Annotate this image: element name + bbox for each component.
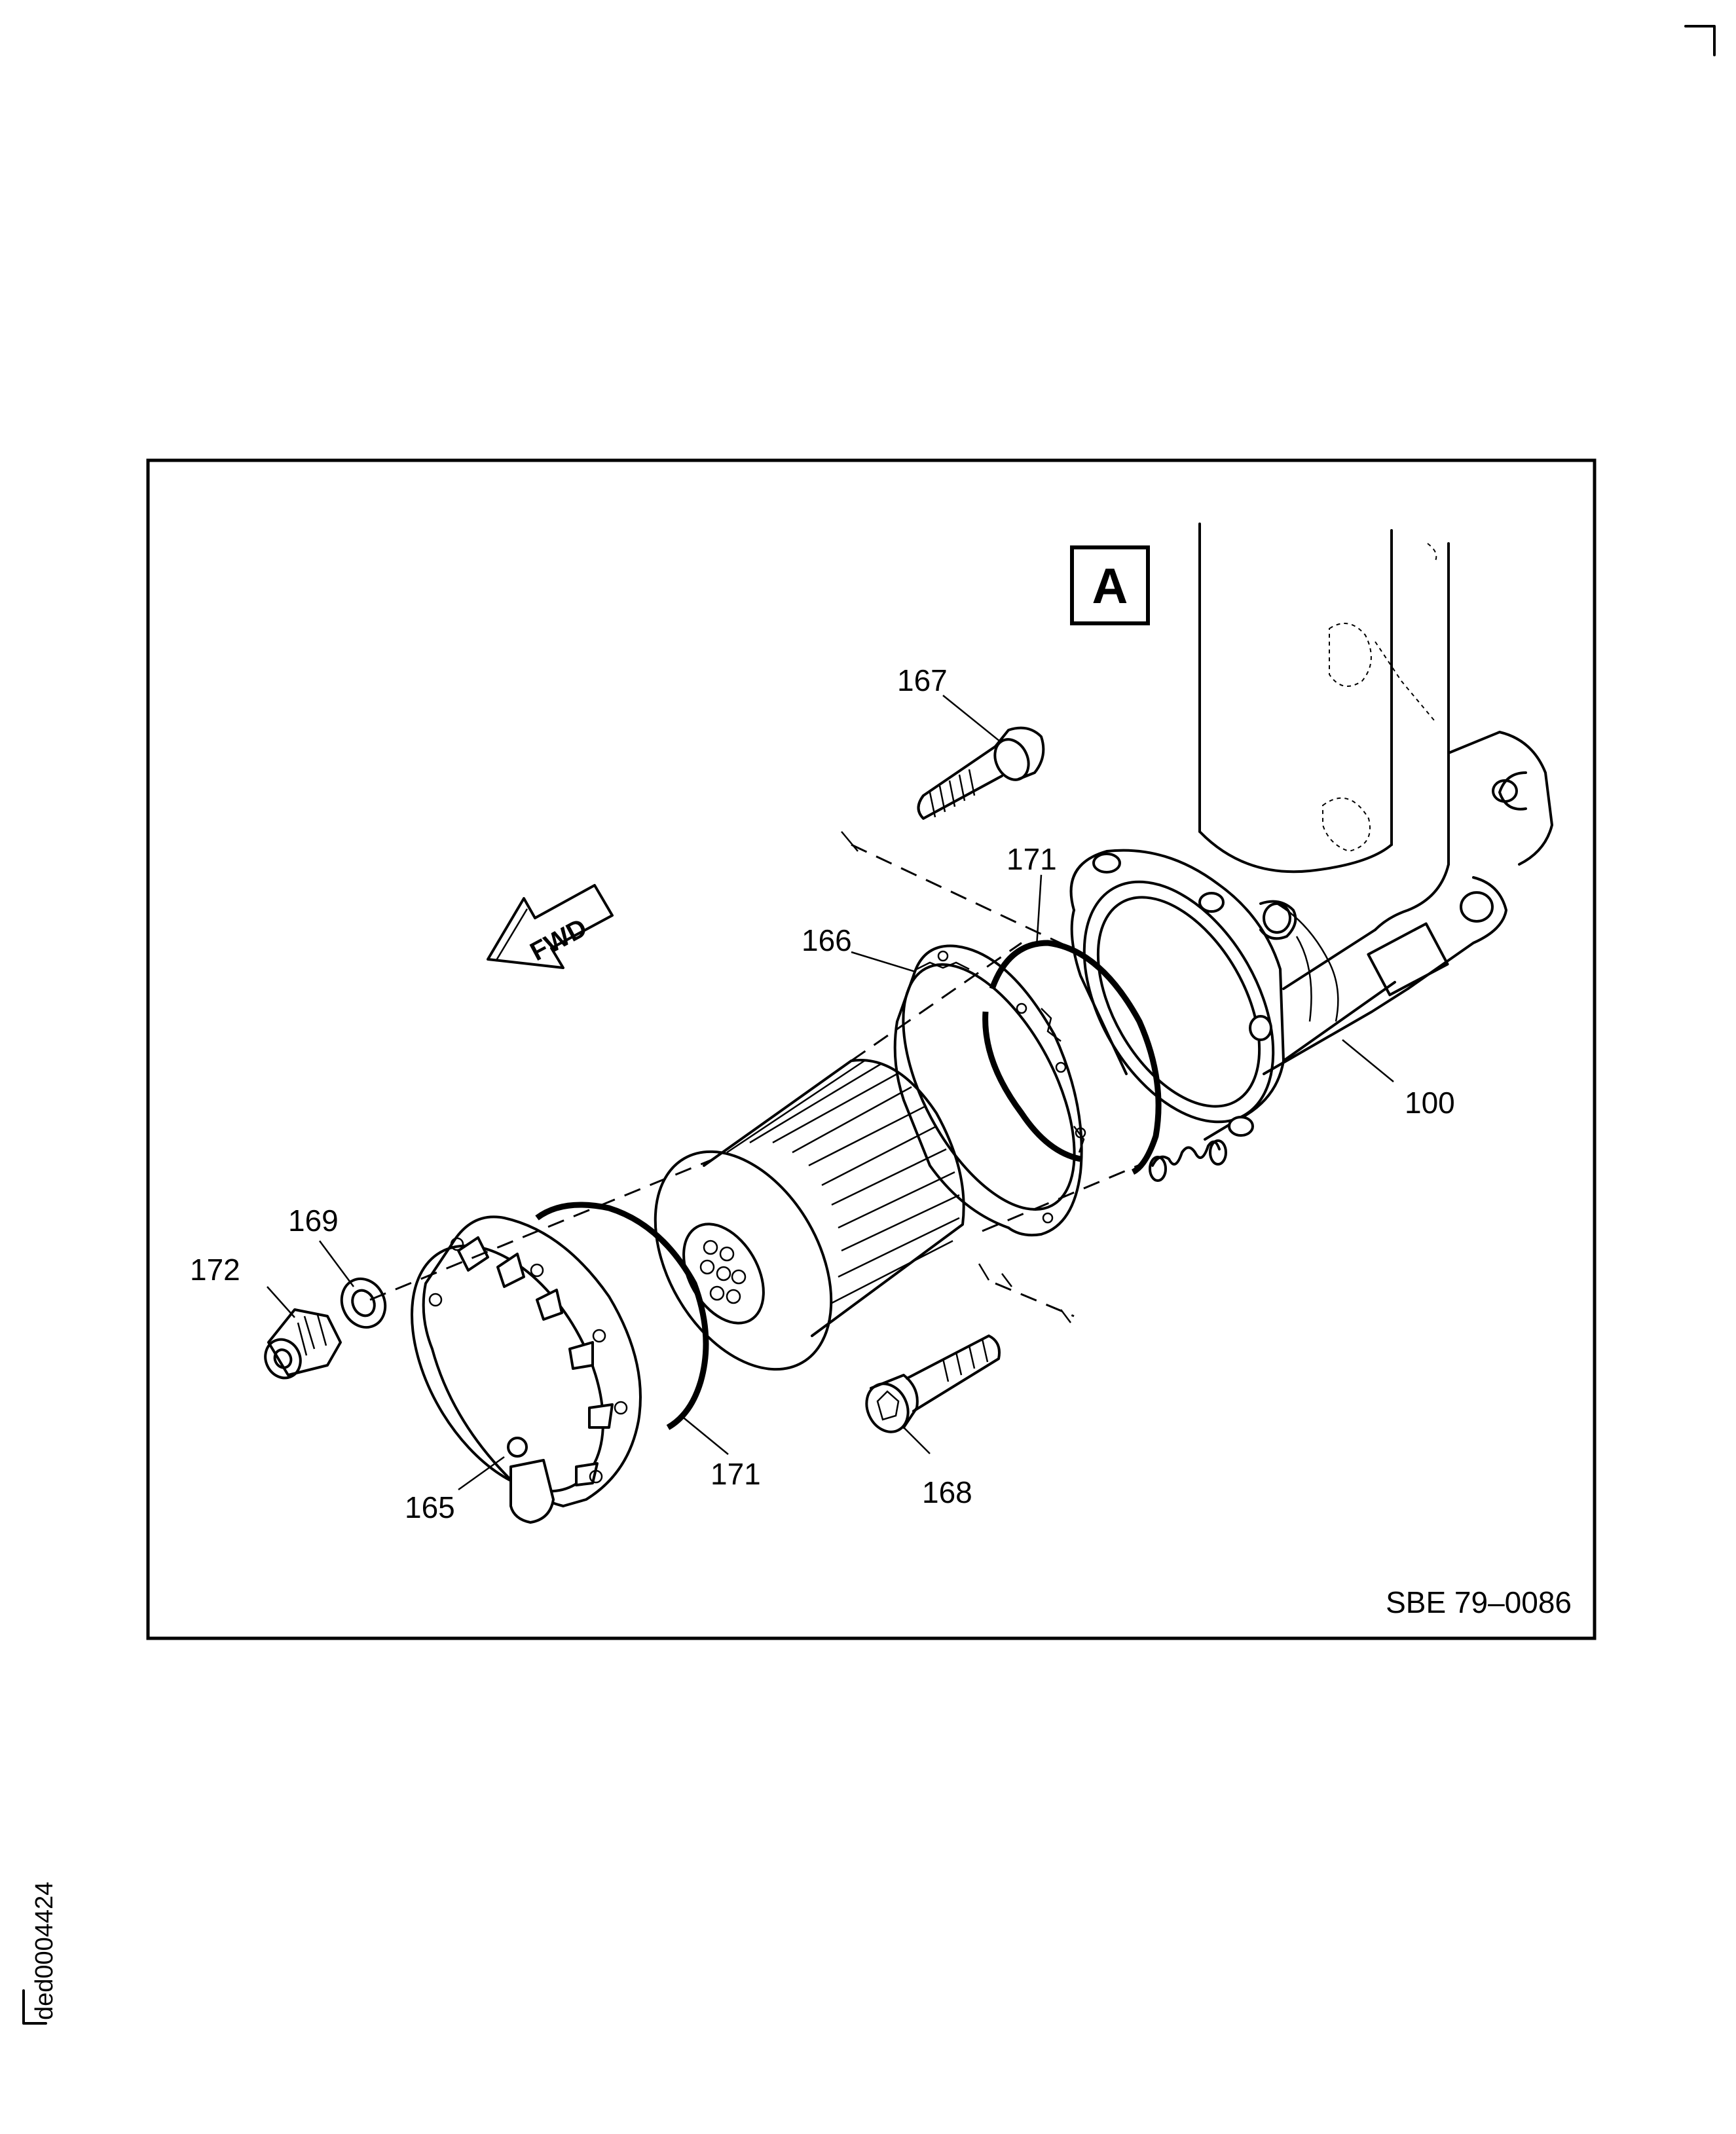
o-ring-171-lower (535, 1202, 709, 1430)
plug-172 (264, 1308, 342, 1380)
callout-168: 168 (922, 1475, 972, 1509)
bolt-168 (865, 1334, 1001, 1433)
filter-housing (1069, 523, 1553, 1141)
cover-165 (411, 1215, 642, 1524)
callout-171-lower: 171 (711, 1457, 761, 1491)
o-ring-171-upper (982, 940, 1162, 1175)
fwd-arrow-icon: FWD (487, 884, 614, 969)
bolt-167 (917, 726, 1045, 820)
view-label-box: A (1070, 545, 1150, 625)
leader-lines (267, 695, 1394, 1491)
washer-169 (340, 1278, 387, 1329)
callout-165: 165 (405, 1490, 455, 1524)
callout-169: 169 (288, 1204, 339, 1238)
callout-167: 167 (897, 663, 948, 697)
callout-166: 166 (802, 923, 852, 957)
figure-frame (146, 458, 1597, 1640)
callout-171-upper: 171 (1007, 842, 1057, 876)
filter-ring-166 (893, 944, 1086, 1237)
view-label: A (1092, 559, 1128, 614)
callout-172: 172 (190, 1253, 240, 1287)
corner-crop-mark-top-right (1684, 25, 1716, 56)
filter-element (654, 1059, 965, 1371)
corner-crop-mark-bottom-left (22, 1989, 47, 2025)
callout-100: 100 (1405, 1086, 1455, 1120)
spring-icon (1149, 1139, 1227, 1182)
document-id: ded0004424 (31, 1882, 58, 2020)
figure-reference: SBE 79–0086 (1386, 1585, 1572, 1619)
